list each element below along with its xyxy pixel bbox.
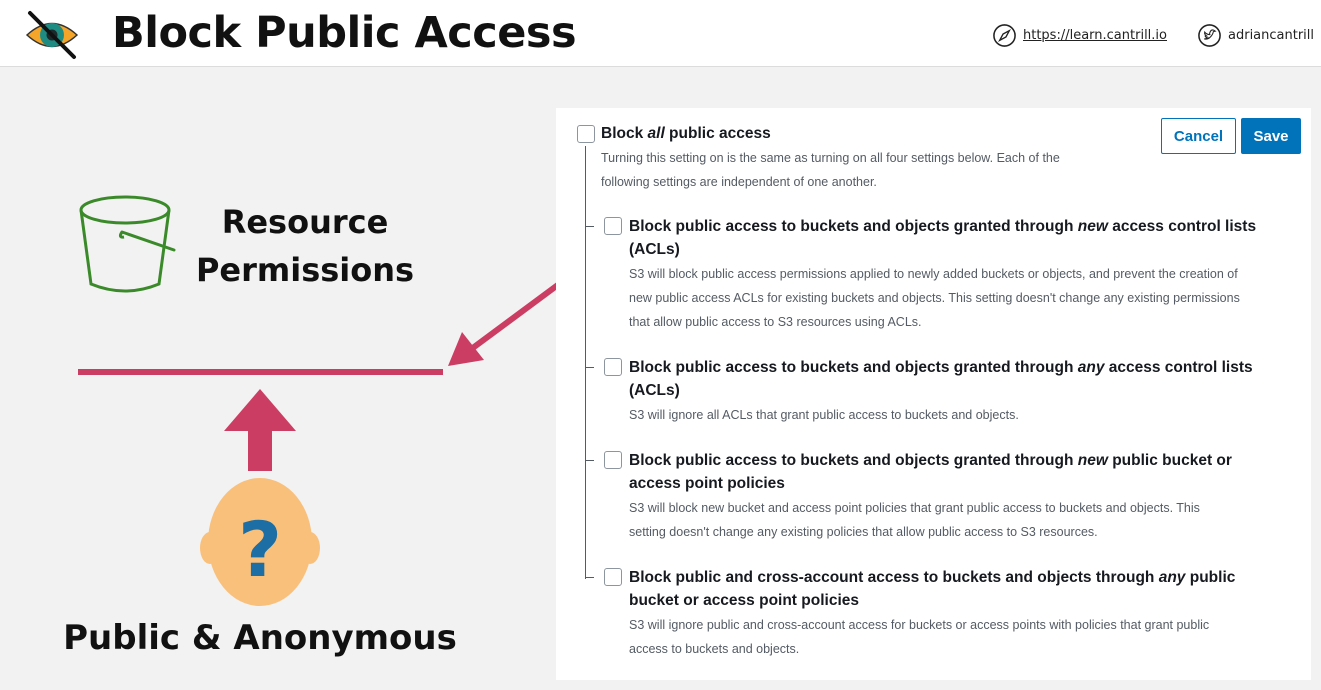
website-link-text[interactable]: https://learn.cantrill.io: [1023, 27, 1167, 43]
option-title-line2: access point policies: [629, 475, 785, 492]
block-new-policies-description: S3 will block new bucket and access poin…: [629, 496, 1200, 544]
block-all-description: Turning this setting on is the same as t…: [601, 146, 1060, 194]
option-title-em: new: [1077, 452, 1108, 469]
access-boundary-line: [78, 369, 443, 375]
tree-connector-tick: [585, 577, 594, 578]
option-title-line2: bucket or access point policies: [629, 592, 859, 609]
option-title-after: access control lists: [1107, 218, 1257, 235]
option-desc-line: setting doesn't change any existing poli…: [629, 525, 1098, 539]
save-button[interactable]: Save: [1241, 118, 1301, 154]
option-title-before: Block public access to buckets and objec…: [629, 452, 1078, 469]
tree-connector-tick: [585, 460, 594, 461]
option-title-after: public bucket or: [1107, 452, 1232, 469]
page-title: Block Public Access: [112, 8, 577, 58]
option-desc-line: S3 will block new bucket and access poin…: [629, 501, 1200, 515]
up-arrow-icon: [224, 389, 296, 471]
tree-connector-line: [585, 146, 586, 579]
anonymous-user-icon: ?: [200, 478, 320, 606]
hidden-eye-icon: [25, 11, 79, 59]
resource-label-line2: Permissions: [195, 251, 415, 289]
option-desc-line: new public access ACLs for existing buck…: [629, 291, 1240, 305]
website-link[interactable]: https://learn.cantrill.io: [992, 22, 1167, 48]
public-anonymous-label: Public & Anonymous: [63, 618, 457, 658]
block-cross-account-checkbox[interactable]: [604, 568, 622, 586]
block-new-acls-checkbox[interactable]: [604, 217, 622, 235]
block-all-title-em: all: [647, 125, 665, 142]
block-all-checkbox[interactable]: [577, 125, 595, 143]
option-title-before: Block public and cross-account access to…: [629, 569, 1159, 586]
option-title-line2: (ACLs): [629, 241, 680, 258]
option-title-line2: (ACLs): [629, 382, 680, 399]
option-title-after: public: [1185, 569, 1236, 586]
block-all-desc-line: Turning this setting on is the same as t…: [601, 151, 1060, 165]
option-title-before: Block public access to buckets and objec…: [629, 359, 1078, 376]
block-cross-account-description: S3 will ignore public and cross-account …: [629, 613, 1209, 661]
option-desc-line: S3 will ignore public and cross-account …: [629, 618, 1210, 632]
block-any-acls-description: S3 will ignore all ACLs that grant publi…: [629, 403, 1019, 427]
compass-icon: [993, 23, 1016, 47]
twitter-handle-text[interactable]: adriancantrill: [1228, 27, 1315, 43]
block-all-title: Block all public access: [601, 122, 771, 145]
resource-permissions-label: Resource Permissions: [192, 198, 418, 294]
block-all-title-before: Block: [601, 125, 648, 142]
block-public-access-settings-panel: Cancel Save Block all public access Turn…: [556, 108, 1311, 680]
option-title-em: any: [1077, 359, 1105, 376]
cancel-button[interactable]: Cancel: [1161, 118, 1236, 154]
option-title-em: any: [1158, 569, 1186, 586]
option-desc-line: S3 will block public access permissions …: [629, 267, 1238, 281]
option-desc-line: access to buckets and objects.: [629, 642, 800, 656]
block-new-policies-checkbox[interactable]: [604, 451, 622, 469]
block-new-acls-title: Block public access to buckets and objec…: [629, 215, 1256, 261]
block-new-acls-description: S3 will block public access permissions …: [629, 262, 1240, 334]
resource-label-line1: Resource: [221, 203, 389, 241]
tree-connector-tick: [585, 367, 594, 368]
option-title-before: Block public access to buckets and objec…: [629, 218, 1078, 235]
block-cross-account-title: Block public and cross-account access to…: [629, 566, 1235, 612]
block-any-acls-checkbox[interactable]: [604, 358, 622, 376]
option-desc-line: that allow public access to S3 resources…: [629, 315, 922, 329]
block-any-acls-title: Block public access to buckets and objec…: [629, 356, 1253, 402]
header-bar: Block Public Access https://learn.cantri…: [0, 0, 1321, 67]
block-all-title-after: public access: [664, 125, 771, 142]
option-title-em: new: [1077, 218, 1108, 235]
question-mark: ?: [238, 505, 282, 594]
twitter-icon: [1198, 23, 1221, 47]
block-all-desc-line: following settings are independent of on…: [601, 175, 877, 189]
option-title-after: access control lists: [1104, 359, 1253, 376]
option-desc-line: S3 will ignore all ACLs that grant publi…: [629, 408, 1019, 422]
s3-bucket-icon: [79, 195, 176, 293]
block-new-policies-title: Block public access to buckets and objec…: [629, 449, 1232, 495]
twitter-link[interactable]: adriancantrill: [1197, 22, 1314, 48]
tree-connector-tick: [585, 226, 594, 227]
